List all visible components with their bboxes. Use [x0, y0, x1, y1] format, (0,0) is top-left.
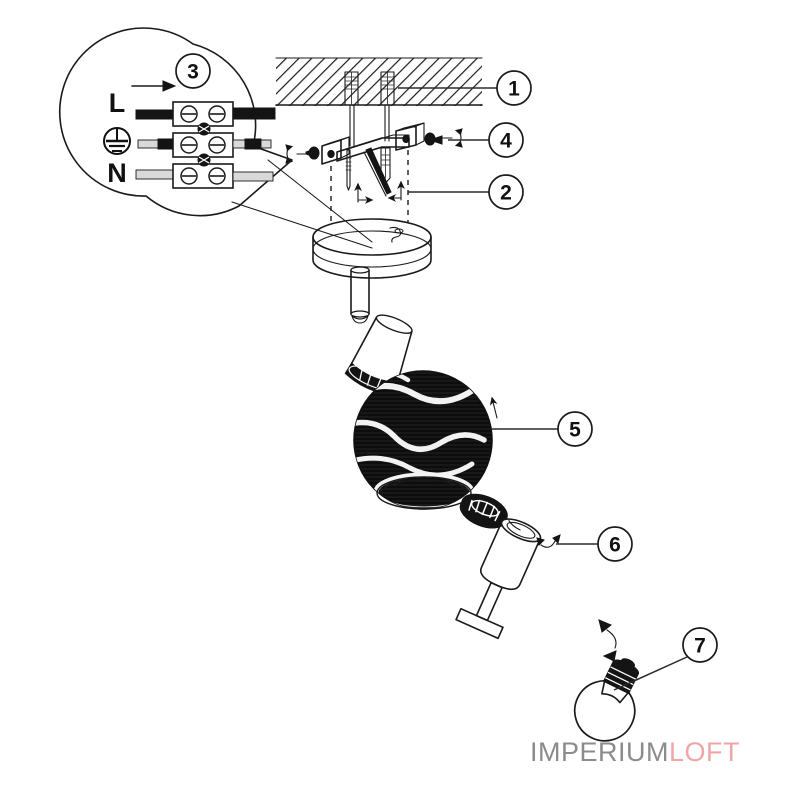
terminal-interconnect-upper [197, 122, 211, 136]
socket-rotate-arrow [536, 534, 561, 548]
watermark-primary: IMPERIUM [530, 737, 669, 767]
globe-shade [353, 370, 493, 510]
terminal-row-neutral [172, 163, 234, 189]
wiring-detail-magnifier [58, 27, 373, 249]
loose-screw-left [345, 149, 352, 191]
callout-2-number: 2 [500, 182, 512, 205]
knurled-ring-nut [459, 493, 508, 529]
callout-7-number: 7 [694, 635, 706, 658]
callout-4[interactable]: 4 [488, 122, 524, 158]
callout-5[interactable]: 5 [557, 411, 593, 447]
terminal-row-live [172, 101, 234, 127]
wire-out-earth [232, 138, 272, 150]
bulb-insert-arrow [598, 619, 617, 662]
light-bulb [573, 658, 640, 742]
screw-shank-right [384, 104, 390, 142]
terminal-interconnect-lower [197, 153, 211, 167]
bracket-screw-left [285, 144, 320, 164]
callout-1[interactable]: 1 [496, 70, 532, 106]
watermark-accent: LOFT [669, 737, 741, 767]
screw-shank-left [349, 104, 355, 147]
callout-5-number: 5 [569, 419, 581, 442]
terminal-row-earth [172, 132, 234, 158]
insertion-direction-arrow [131, 80, 177, 92]
globe-direction-arrow [489, 396, 498, 419]
mounting-bracket [321, 122, 425, 165]
callout-2[interactable]: 2 [488, 174, 524, 210]
spot-arm-tube [350, 266, 370, 324]
callout-1-number: 1 [508, 78, 520, 101]
ceiling-canopy [312, 218, 432, 279]
insert-arrow-left [354, 182, 374, 204]
wire-out-live [232, 107, 276, 120]
imperiumloft-watermark: IMPERIUMLOFT [530, 737, 740, 768]
terminal-label-neutral: N [107, 158, 127, 188]
bracket-screw-right [424, 128, 463, 148]
loose-screwdriver-marks [363, 147, 392, 197]
wall-plug-in-ceiling-right [380, 71, 395, 106]
earth-ground-symbol [103, 127, 131, 155]
wall-plug-in-ceiling-left [344, 71, 359, 106]
callout-3-number: 3 [187, 61, 199, 84]
wire-out-neutral [232, 171, 274, 182]
callout-4-number: 4 [500, 130, 512, 153]
callout-3[interactable]: 3 [175, 53, 211, 89]
terminal-block [172, 101, 234, 189]
terminal-label-live: L [109, 88, 126, 118]
lamp-socket [455, 518, 542, 640]
callout-7[interactable]: 7 [682, 627, 718, 663]
callout-6-number: 6 [609, 534, 621, 557]
ceiling-surface [275, 57, 483, 106]
callout-6[interactable]: 6 [597, 526, 633, 562]
callout-leaders [398, 87, 688, 691]
insert-arrow-right [387, 180, 405, 202]
